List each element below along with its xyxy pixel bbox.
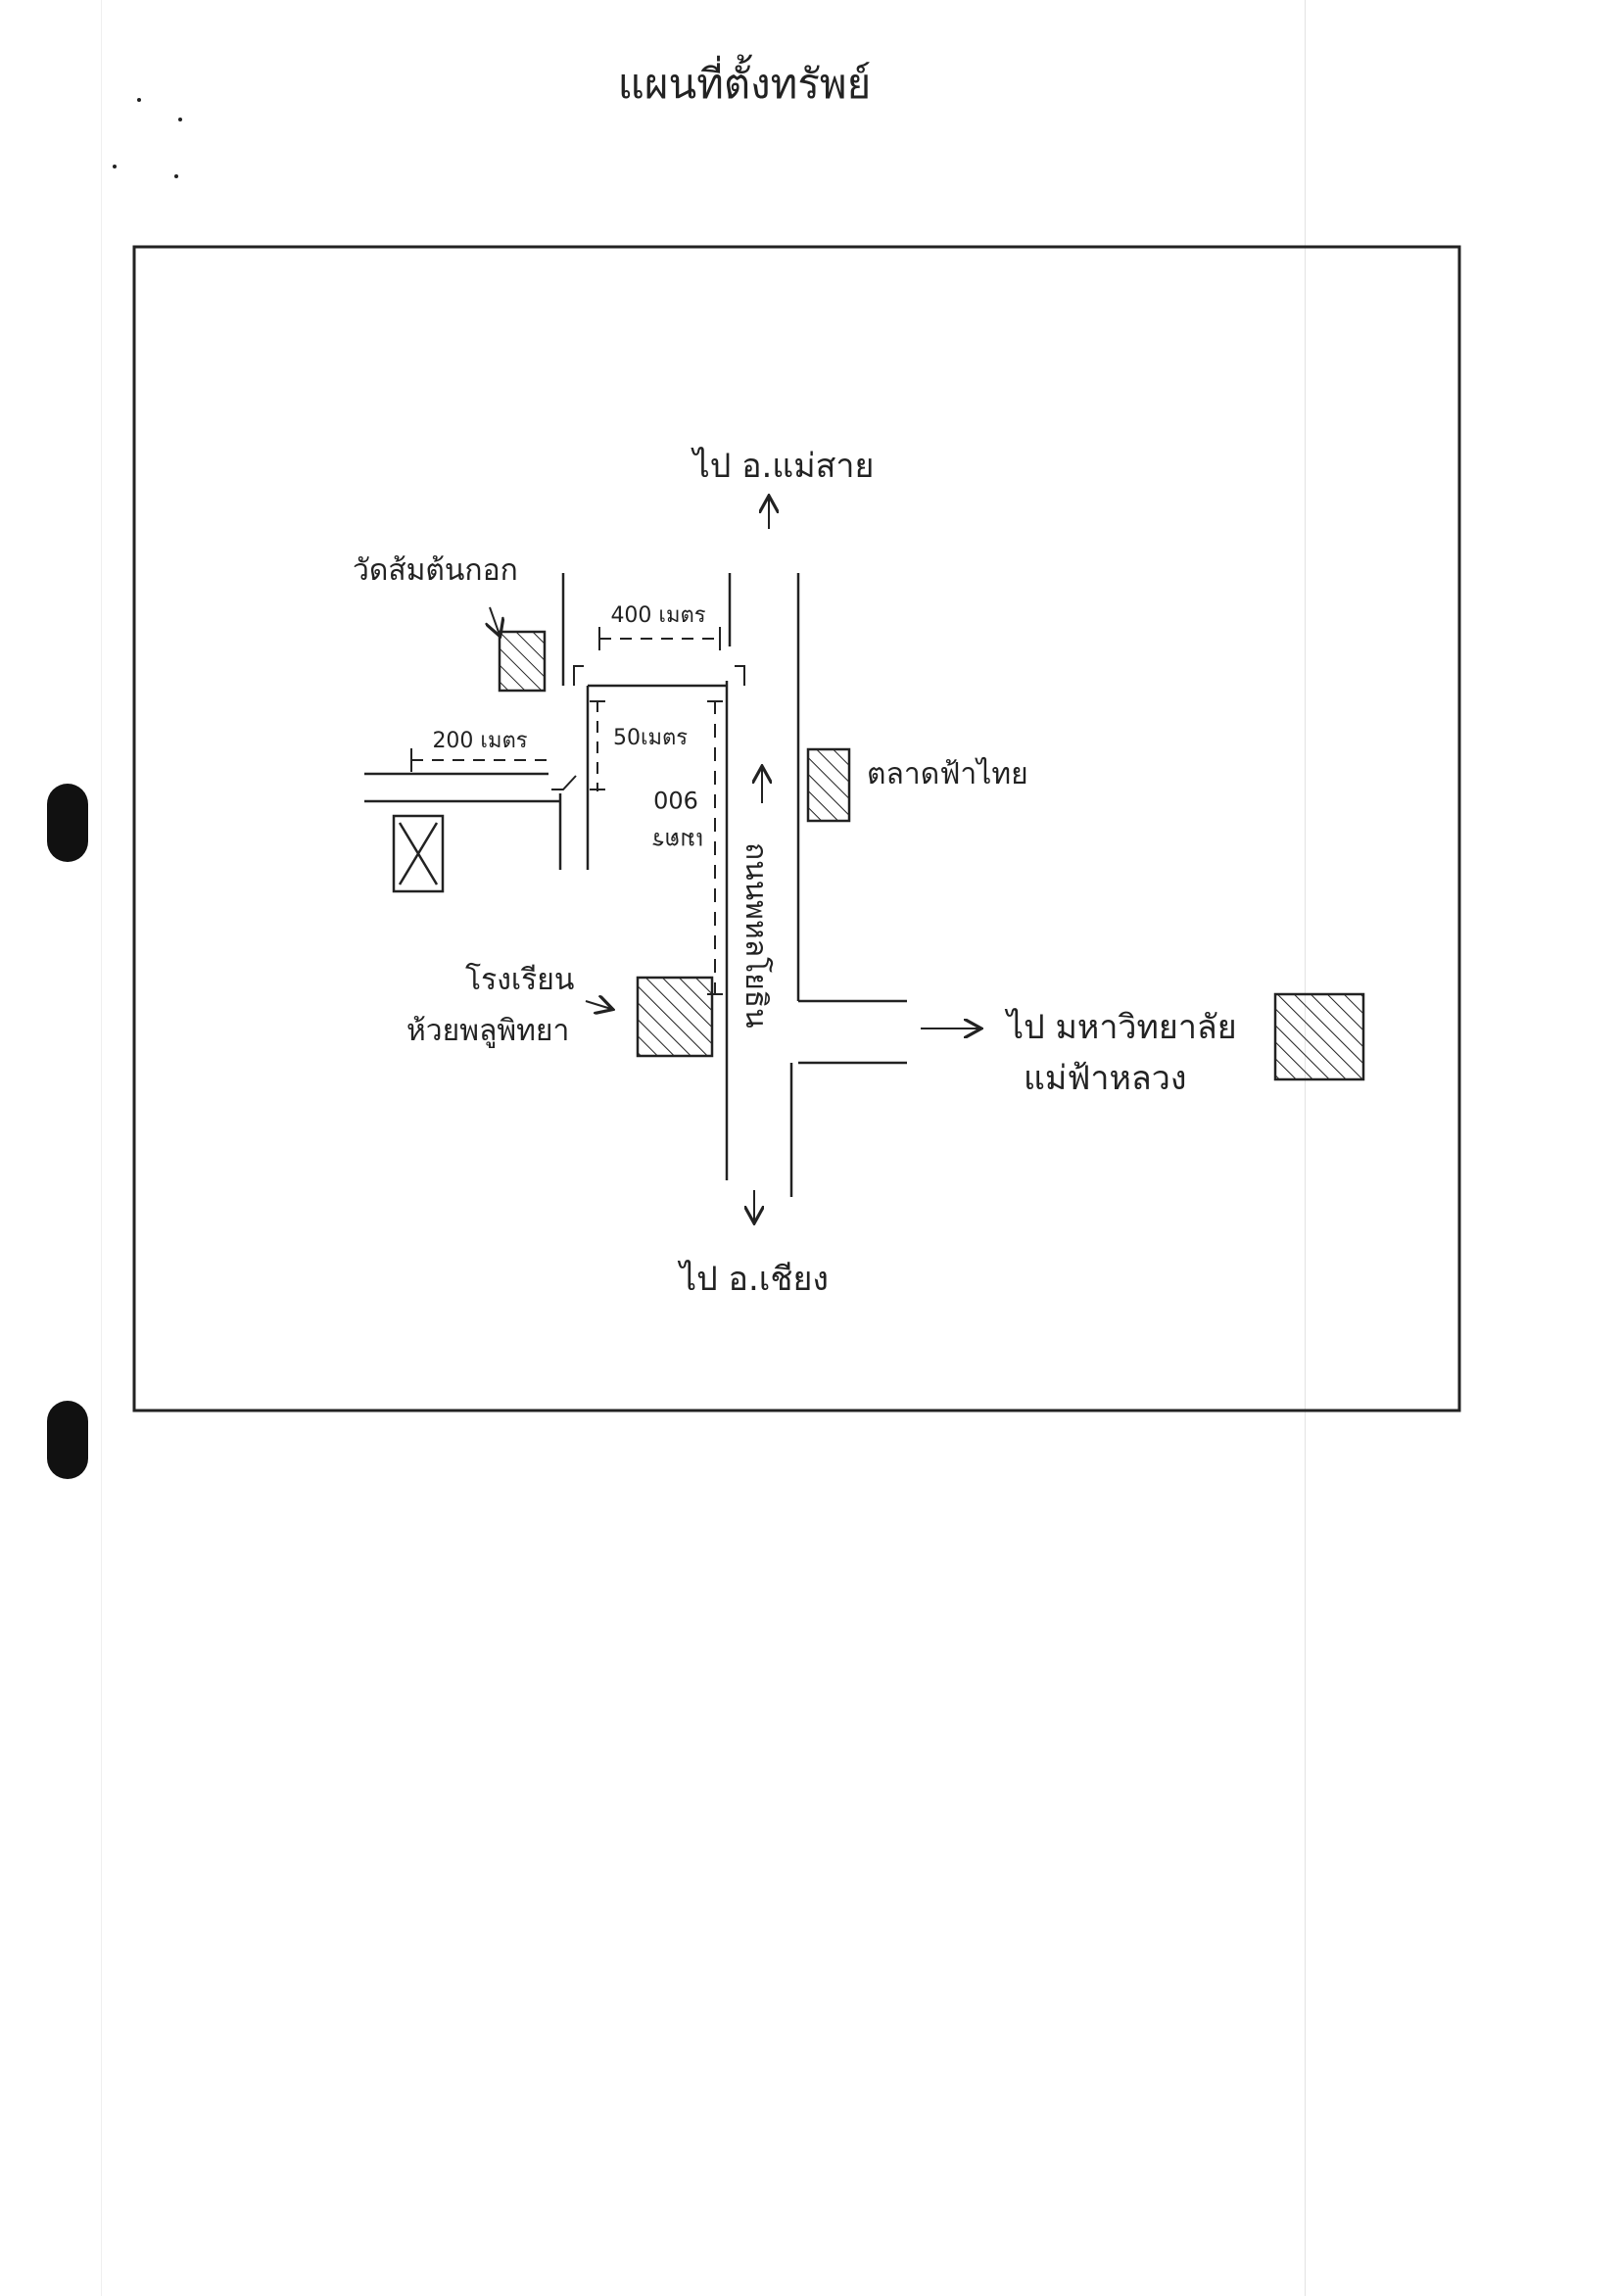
direction-arrows (490, 498, 979, 1221)
scan-speck (113, 165, 117, 168)
map-frame (132, 245, 1461, 1412)
dimension-lines (410, 627, 723, 995)
scan-speck (137, 98, 141, 102)
market-building (806, 747, 851, 823)
page-title: แผนที่ตั้งทรัพย์ (618, 54, 871, 108)
school-building (636, 976, 714, 1058)
east-destination-label-line1: ไป มหาวิทยาลัย (1004, 1008, 1237, 1047)
side-road-lines (364, 573, 732, 870)
east-destination-label-line2: แม่ฟ้าหลวง (1024, 1059, 1186, 1098)
distance-900-value: 900 (653, 786, 698, 813)
university-building (1273, 992, 1365, 1081)
page-fold-line (1305, 0, 1306, 2296)
main-road-lines (725, 573, 907, 1197)
distance-400-label: 400 เมตร (610, 603, 705, 628)
school-label-line2: ห้วยพลูพิทยา (406, 1014, 569, 1048)
market-label: ตลาดฟ้าไทย (867, 756, 1028, 791)
distance-50-label: 50เมตร (613, 726, 688, 750)
page-margin-line (101, 0, 102, 2296)
route-markers (551, 665, 745, 790)
scan-speck (174, 174, 178, 178)
property-location-marker (392, 814, 445, 893)
school-label-line1: โรงเรียน (465, 962, 574, 997)
distance-900-unit: เมตร (652, 827, 704, 854)
punch-hole-top (47, 784, 88, 862)
scan-speck (178, 118, 182, 121)
punch-hole-bottom (47, 1401, 88, 1479)
temple-label: วัดส้มต้นกอก (353, 553, 518, 588)
temple-building (498, 630, 547, 693)
main-road-label: ถนนพหลโยธิน (739, 842, 774, 1028)
north-destination-label: ไป อ.แม่สาย (691, 447, 875, 486)
south-destination-label: ไป อ.เชียง (677, 1260, 829, 1299)
distance-200-label: 200 เมตร (432, 729, 527, 753)
